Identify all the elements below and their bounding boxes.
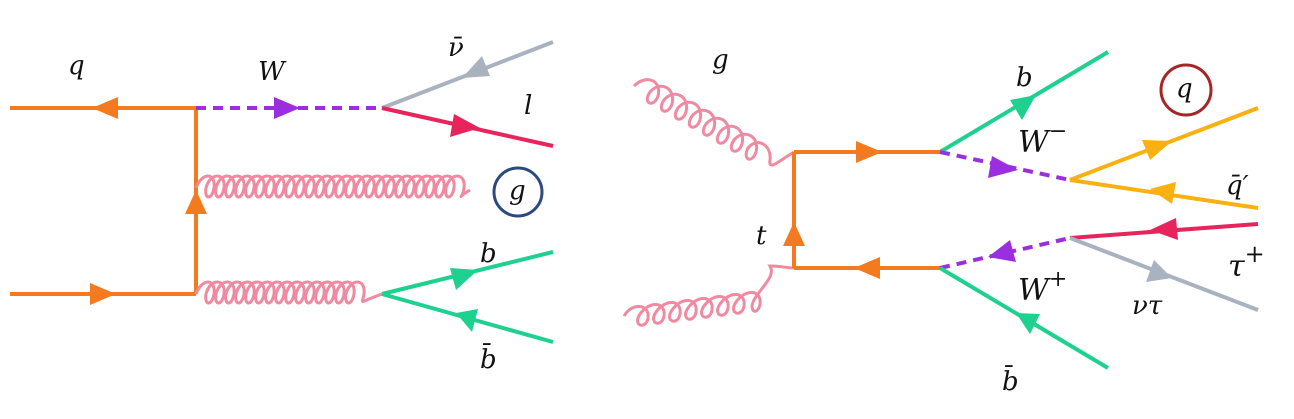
right-bbar-quark-arrow (1016, 313, 1040, 334)
right-tau-label: τ+ (1228, 240, 1265, 284)
left-gluon-highlight-circle (492, 166, 544, 218)
right-wplus-sup: + (1049, 267, 1067, 292)
right-q-highlight-circle (1159, 63, 1213, 117)
right-b-quark-arrow (1010, 95, 1036, 120)
right-tau-sup: + (1245, 240, 1265, 268)
right-tau-arrow (1150, 218, 1178, 240)
left-top-quark-arrow (92, 97, 118, 119)
right-wplus-base: W (1018, 273, 1051, 308)
left-vertical-quark-arrow (185, 190, 207, 214)
right-gluon-label: g (712, 45, 729, 75)
right-wminus-sup: − (1049, 119, 1067, 144)
left-w-boson-arrow (274, 97, 300, 119)
left-bbar-quark-arrow (456, 309, 478, 332)
right-wminus-boson-line (939, 150, 1071, 182)
right-wminus-boson-arrow (988, 156, 1018, 178)
left-b-label: b (480, 239, 497, 269)
right-tau-base: τ (1228, 249, 1245, 284)
left-bottom-quark-arrow (90, 283, 116, 305)
right-top-label: t (756, 221, 767, 251)
right-qbarprime-label: q̄′ (1226, 171, 1249, 201)
right-b-label: b (1016, 63, 1033, 93)
right-upper-quark-arrow (856, 141, 882, 163)
right-lower-quark-arrow (854, 257, 880, 279)
left-antineutrino-arrow (462, 56, 490, 78)
left-antineutrino-label: ν̄ (448, 33, 464, 63)
right-feynman-diagram: g t b W− q q̄′ τ+ W+ ντ b̄ (622, 45, 1265, 397)
left-gluon-label: g (509, 176, 526, 206)
left-lepton-label: l (524, 91, 532, 121)
right-lower-gluon (622, 264, 795, 327)
right-wplus-label: W+ (1018, 267, 1067, 308)
right-upper-gluon (632, 78, 795, 167)
right-q-label: q (1176, 74, 1193, 104)
left-lepton-arrow (450, 114, 480, 137)
left-lower-gluon (194, 280, 383, 305)
right-nutau-label: ντ (1132, 291, 1163, 321)
right-bbar-label: b̄ (1002, 364, 1019, 397)
right-wplus-boson-arrow (988, 240, 1016, 262)
left-emitted-gluon (194, 174, 471, 199)
right-wplus-boson-line (939, 236, 1071, 270)
left-b-quark-arrow (450, 268, 478, 290)
right-nutau-arrow (1146, 260, 1172, 282)
left-quark-label: q (68, 51, 85, 81)
right-wminus-label: W− (1018, 119, 1067, 160)
right-q-arrow (1142, 140, 1172, 160)
right-top-quark-arrow (783, 222, 805, 246)
left-feynman-diagram: g q W ν̄ l b b̄ (10, 33, 554, 375)
left-w-label: W (258, 57, 287, 87)
right-wminus-base: W (1018, 125, 1051, 160)
right-qbarprime-arrow (1150, 182, 1176, 204)
left-bbar-label: b̄ (480, 342, 497, 375)
